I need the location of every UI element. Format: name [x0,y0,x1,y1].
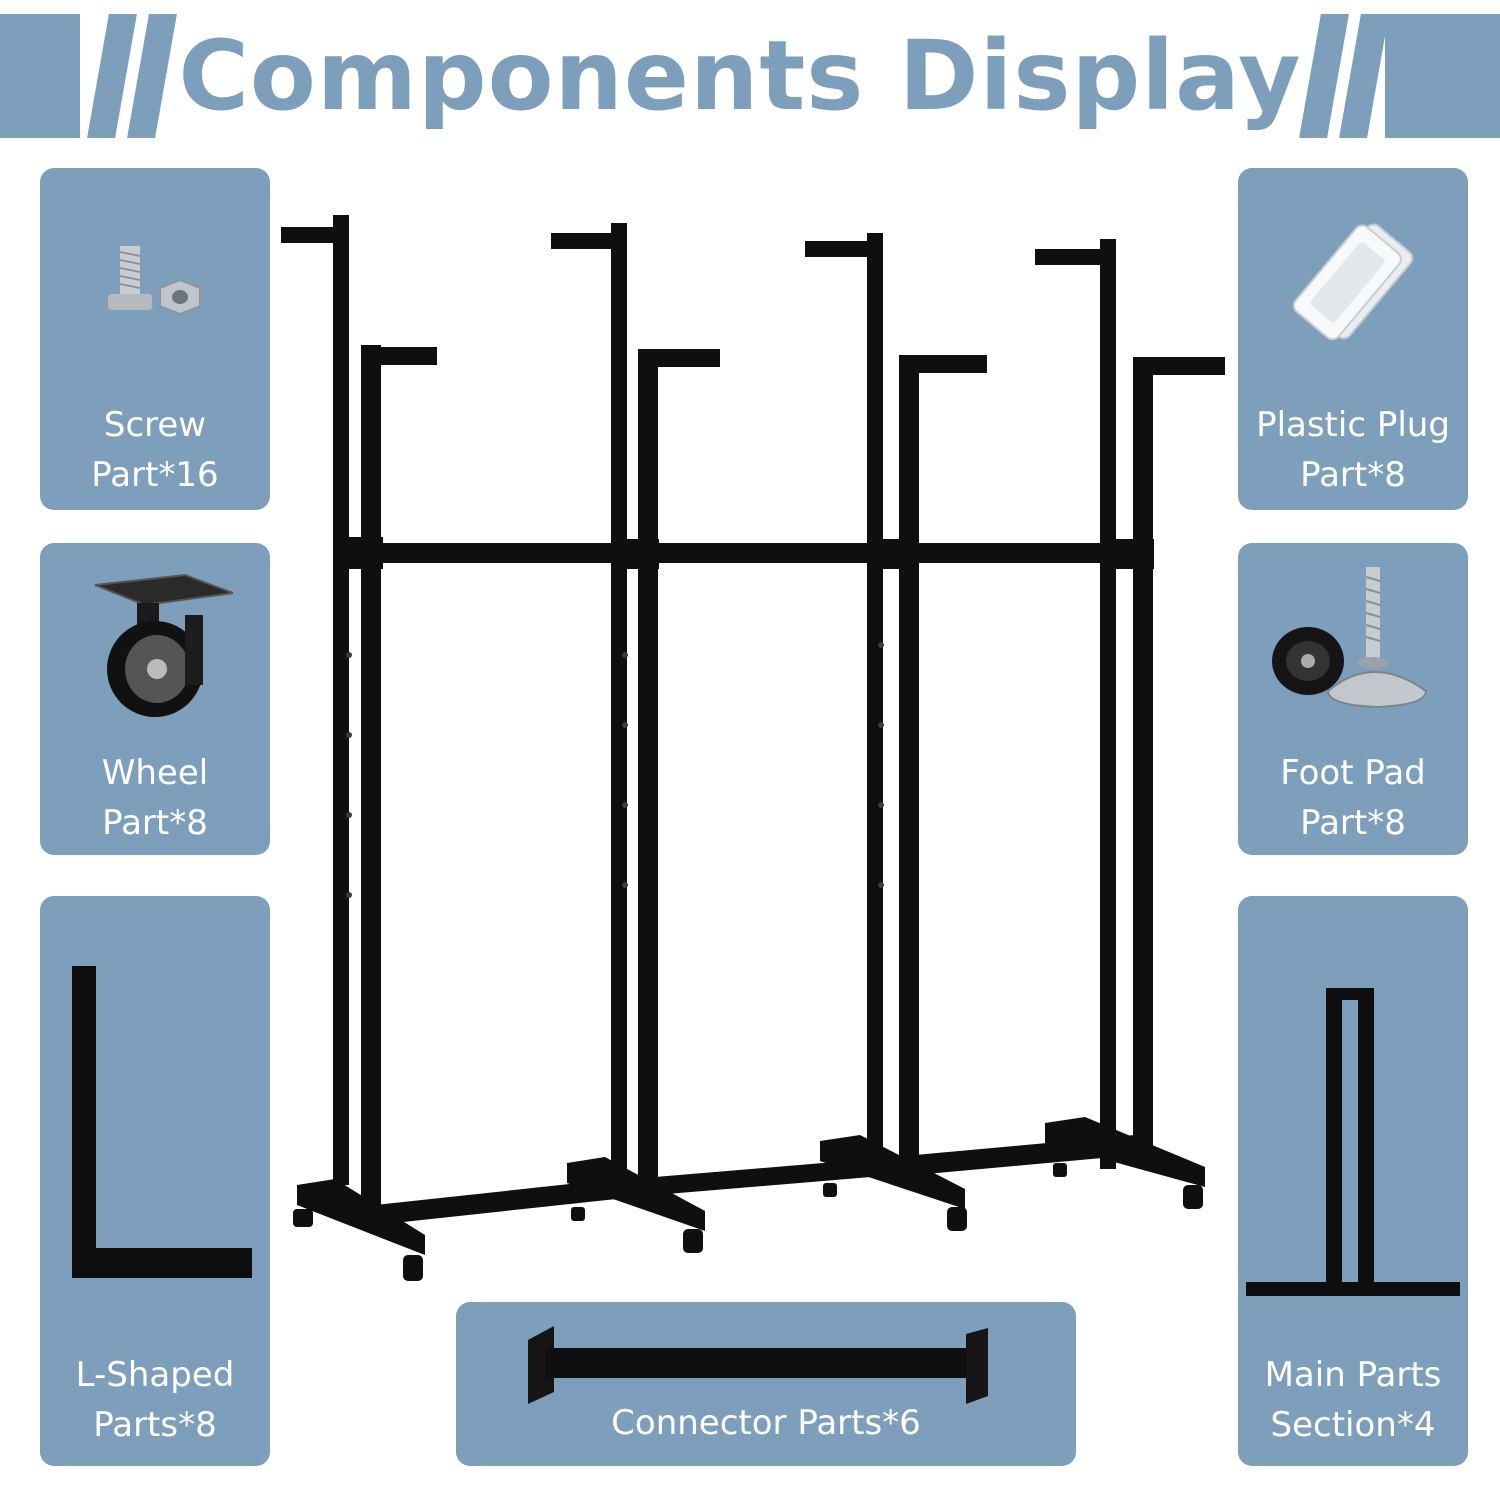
part-card-main-parts: Main Parts Section*4 [1238,896,1468,1466]
part-name: Screw [103,405,207,445]
plastic-plug-icon [1292,223,1414,341]
part-quantity: Part*8 [1300,455,1406,495]
part-name: Plastic Plug [1256,405,1450,445]
part-card-connector: Connector Parts*6 [456,1302,1076,1466]
main-parts-icon [1246,988,1460,1296]
garment-rack-image [281,215,1225,1281]
part-quantity: Part*16 [91,455,219,495]
part-quantity: Parts*8 [93,1405,217,1445]
part-quantity: Section*4 [1270,1405,1436,1445]
page-title: Components Display [178,20,1302,132]
part-name: Main Parts [1264,1355,1442,1395]
header-slash [1339,14,1389,138]
l-shaped-part-icon [72,966,252,1278]
part-card-foot-pad: Foot Pad Part*8 [1238,543,1468,855]
foot-pad-icon [1272,567,1428,709]
part-card-l-shaped: L-Shaped Parts*8 [40,896,270,1466]
part-name: L-Shaped [75,1355,235,1395]
part-name: Foot Pad [1280,753,1426,793]
part-card-screw: Screw Part*16 [40,168,270,510]
part-card-plastic-plug: Plastic Plug Part*8 [1238,168,1468,510]
header-band-left [0,14,80,138]
screw-icon [108,246,201,316]
part-name: Wheel [101,753,209,793]
header-band-right [1385,14,1500,138]
part-name: Connector Parts*6 [611,1403,921,1443]
wheel-icon [94,573,234,717]
part-quantity: Part*8 [1300,803,1406,843]
header-slash [127,14,177,138]
connector-part-icon [528,1326,988,1404]
part-card-wheel: Wheel Part*8 [40,543,270,855]
part-quantity: Part*8 [102,803,208,843]
